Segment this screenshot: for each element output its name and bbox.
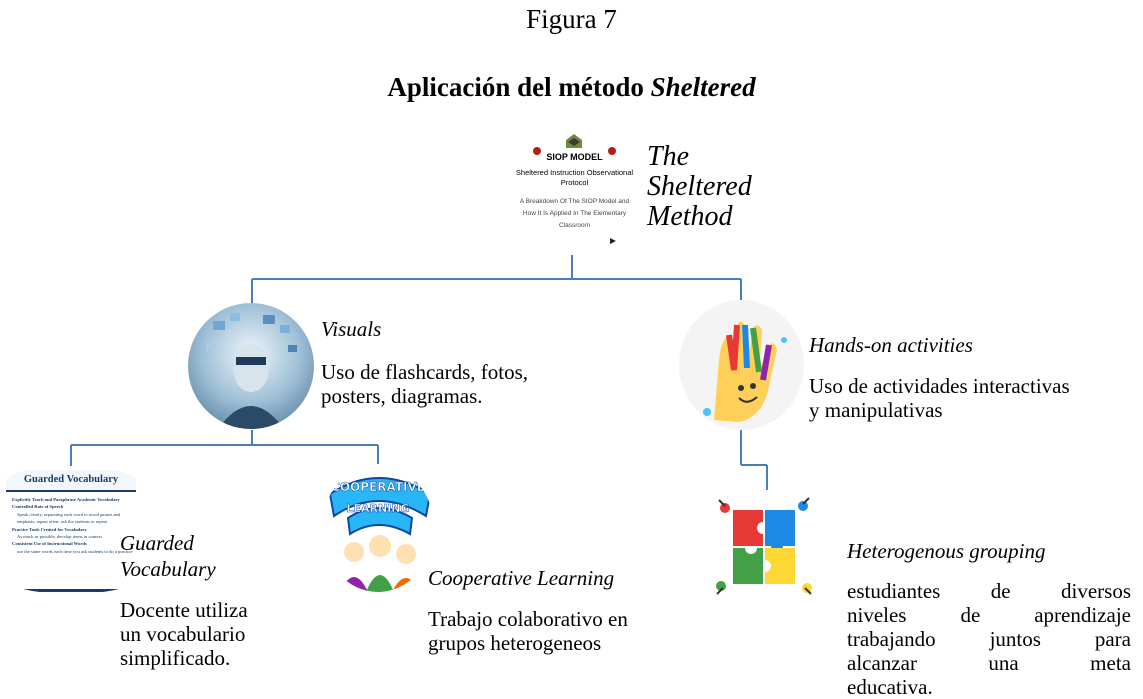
hands-on-description: Uso de actividades interactivas y manipu… — [809, 374, 1070, 422]
heterogenous-desc-line-2: niveles de aprendizaje — [847, 603, 1131, 627]
connector-lines — [70, 255, 768, 490]
figure-caption: Figura 7 — [526, 4, 617, 34]
siop-body-3: Classroom — [558, 222, 591, 229]
visuals-desc-line-2: posters, diagramas. — [321, 384, 483, 408]
root-title-line-2: Sheltered — [647, 171, 752, 202]
title-italic: Sheltered — [650, 72, 756, 102]
guarded-item-3: Speak clearly, separating each word to a… — [17, 511, 121, 525]
visuals-title: Visuals — [321, 317, 382, 341]
heterogenous-grouping-image — [703, 490, 833, 602]
guarded-item-2: Controlled Rate of Speech — [12, 504, 64, 510]
hands-on-image — [679, 300, 804, 430]
siop-model-thumbnail: SIOP MODEL Sheltered Instruction Observa… — [512, 134, 637, 249]
siop-body-2: How It Is Applied In The Elementary — [522, 210, 627, 217]
guarded-desc-line-3: simplificado. — [120, 646, 231, 670]
guarded-item-6: Consistent Use of Instructional Words — [12, 541, 87, 547]
guarded-title-line-2: Vocabulary — [120, 557, 216, 581]
guarded-thumb-heading: Guarded Vocabulary — [6, 470, 136, 492]
guarded-desc-line-1: Docente utiliza — [120, 598, 248, 622]
siop-subtitle-2: Protocol — [560, 178, 589, 187]
siop-heading: SIOP MODEL — [546, 152, 603, 162]
guarded-description: Docente utiliza un vocabulario simplific… — [120, 598, 248, 670]
heterogenous-title: Heterogenous grouping — [847, 539, 1046, 563]
visuals-description: Uso de flashcards, fotos, posters, diagr… — [321, 360, 528, 408]
title-plain: Aplicación del método — [387, 72, 644, 102]
heterogenous-desc-line-1: estudiantes de diversos — [847, 579, 1131, 603]
visuals-desc-line-1: Uso de flashcards, fotos, — [321, 360, 529, 384]
guarded-item-1: Explicitly Teach and Paraphrase Academic… — [12, 497, 120, 502]
siop-subtitle-1: Sheltered Instruction Observational — [515, 168, 634, 177]
guarded-vocabulary-thumbnail: Guarded Vocabulary Explicitly Teach and … — [6, 466, 136, 594]
hands-on-title: Hands-on activities — [809, 333, 973, 357]
root-title: The Sheltered Method — [647, 142, 752, 232]
figure-title: Aplicación del método Sheltered — [0, 72, 1143, 103]
cooperative-desc-line-2: grupos heterogeneos — [428, 631, 602, 655]
head-with-screens-icon — [206, 313, 297, 429]
root-title-line-3: Method — [647, 201, 733, 232]
root-title-line-1: The — [647, 141, 689, 172]
heterogenous-desc-line-3: trabajando juntos para — [847, 627, 1131, 651]
cooperative-title: Cooperative Learning — [428, 566, 615, 590]
cooperative-thumb-line-1: COOPERATIVE — [331, 480, 425, 495]
guarded-title-line-1: Guarded — [120, 531, 194, 555]
heterogenous-description: estudiantes de diversos niveles de apren… — [847, 579, 1131, 699]
painted-hand-icon — [703, 321, 787, 422]
cooperative-learning-image: COOPERATIVE LEARNING — [322, 464, 434, 592]
guarded-item-7: use the same words each time you ask stu… — [17, 548, 133, 554]
siop-body-1: A Breakdown Of The SIOP Model and — [519, 198, 630, 205]
guarded-desc-line-2: un vocabulario — [120, 622, 246, 646]
visuals-image — [188, 303, 314, 429]
heterogenous-desc-line-4: alcanzar una meta — [847, 651, 1131, 675]
hands-on-desc-line-1: Uso de actividades interactivas — [809, 374, 1070, 398]
guarded-thumb-bottom-bar — [6, 589, 136, 592]
cooperative-description: Trabajo colaborativo en grupos heterogen… — [428, 607, 628, 655]
hands-on-desc-line-2: y manipulativas — [809, 398, 943, 422]
cooperative-thumb-line-2: LEARNING — [346, 502, 410, 516]
puzzle-people-icon — [716, 497, 812, 595]
guarded-title: Guarded Vocabulary — [120, 530, 216, 582]
guarded-item-4: Practice Tools Created for Vocabulary — [12, 526, 87, 532]
guarded-item-5: As much as possible, develop items in co… — [17, 534, 102, 540]
play-arrow-icon — [610, 238, 616, 244]
cooperative-desc-line-1: Trabajo colaborativo en — [428, 607, 628, 631]
siop-logo-icon — [533, 134, 616, 155]
